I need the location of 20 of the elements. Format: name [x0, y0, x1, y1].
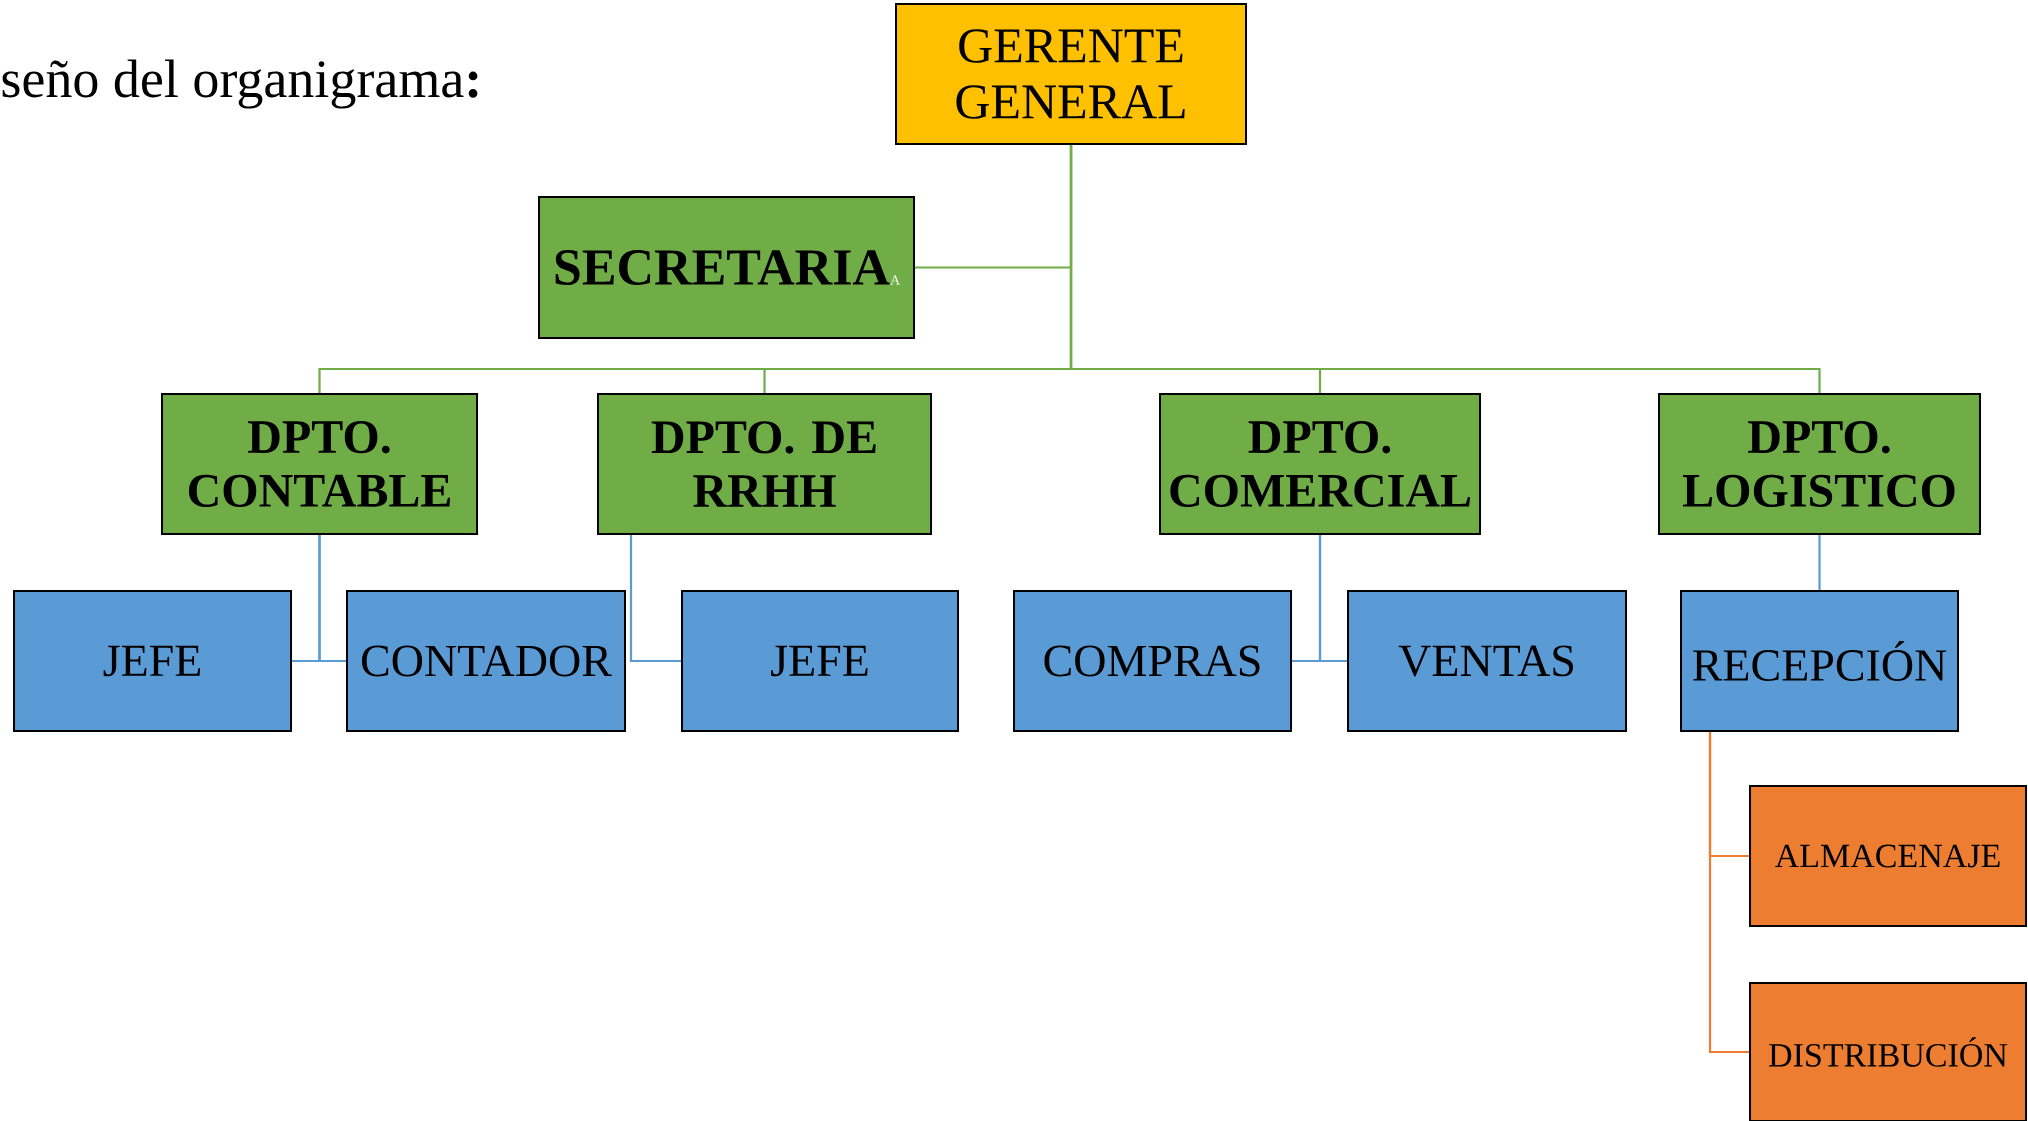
position-box: DPTO. LOGISTICO: [1658, 393, 1981, 535]
position-box: JEFE: [13, 590, 292, 732]
position-box: RECEPCIÓN: [1680, 590, 1959, 732]
connector-line: [318, 535, 346, 663]
position-box: GERENTE GENERAL: [895, 3, 1247, 145]
position-box: COMPRAS: [1013, 590, 1292, 732]
position-box: CONTADOR: [346, 590, 626, 732]
heading: seño del organigrama:: [2, 59, 478, 109]
connector-line: [1818, 535, 1821, 590]
connector-line: [629, 535, 681, 663]
position-box: ALMACENAJE: [1749, 785, 2027, 927]
position-box: VENTAS: [1347, 590, 1628, 732]
connector-line: [1318, 535, 1347, 663]
position-box: DPTO. COMERCIAL: [1159, 393, 1481, 535]
position-box: DPTO. DE RRHH: [597, 393, 932, 535]
connector-line: [1708, 732, 1749, 1054]
position-box: DISTRIBUCIÓN: [1749, 982, 2027, 1121]
position-box: JEFE: [681, 590, 959, 732]
connector-line: [1069, 145, 1821, 393]
position-box: DPTO. CONTABLE: [161, 393, 478, 535]
